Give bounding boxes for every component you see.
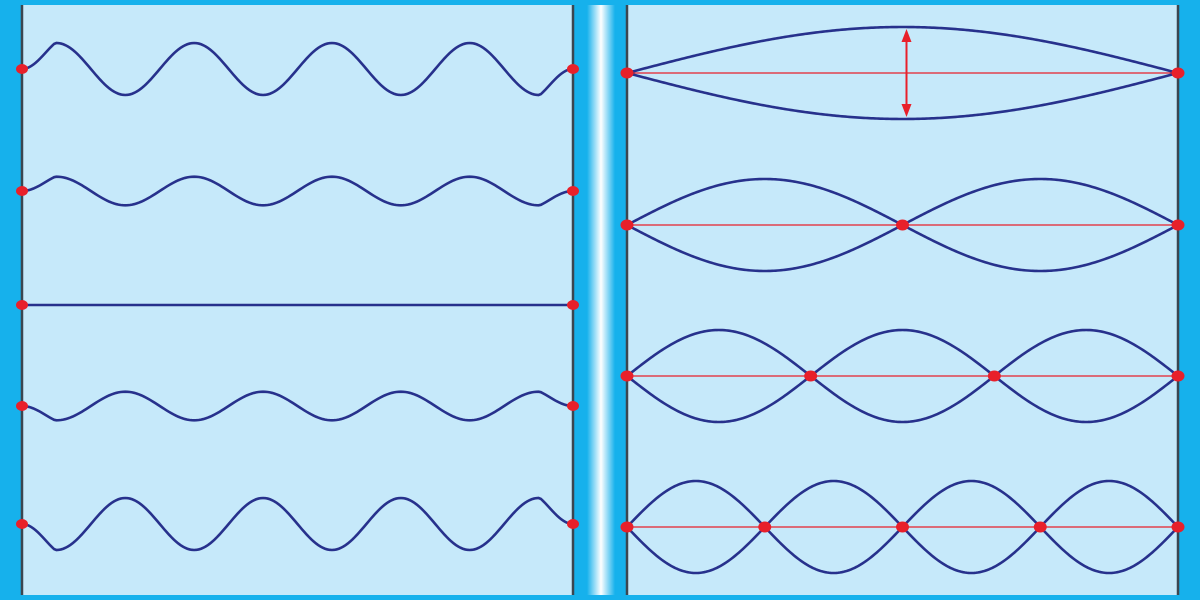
right-end-node-2 [567, 186, 579, 196]
mode-4-node-4 [1171, 521, 1185, 533]
mode-1-node-1 [1171, 67, 1185, 79]
left-end-node-1 [16, 64, 28, 74]
mode-4-node-2 [896, 521, 909, 533]
amplitude-arrow-head-up [901, 29, 912, 42]
left-end-node-3 [16, 300, 28, 310]
mode-2-node-0 [620, 219, 634, 231]
left-string-1 [20, 41, 575, 97]
mode-1-lower-envelope [626, 71, 1179, 121]
left-string-5 [20, 496, 575, 552]
mode-2-node-1 [896, 219, 909, 231]
right-end-node-3 [567, 300, 579, 310]
center-divider [587, 5, 615, 595]
mode-3-node-2 [987, 370, 1001, 382]
right-panel [627, 5, 1178, 595]
left-end-node-5 [16, 519, 28, 529]
amplitude-arrow-head-down [901, 104, 912, 117]
left-string-2 [20, 175, 575, 207]
left-end-node-4 [16, 401, 28, 411]
mode-4-node-1 [758, 521, 772, 533]
right-end-node-5 [567, 519, 579, 529]
right-modes-group [620, 25, 1185, 575]
mode-1-upper-envelope [626, 25, 1179, 75]
mode-1-node-0 [620, 67, 634, 79]
mode-3-node-0 [620, 370, 634, 382]
mode-3-node-1 [804, 370, 818, 382]
mode-3-node-3 [1171, 370, 1185, 382]
left-strings-group [16, 41, 579, 552]
left-panel [22, 5, 573, 595]
mode-3-upper-envelope [626, 328, 1179, 424]
mode-4-node-0 [620, 521, 634, 533]
mode-3-lower-envelope [626, 328, 1179, 424]
mode-4-node-3 [1033, 521, 1047, 533]
mode-2-node-2 [1171, 219, 1185, 231]
left-end-node-2 [16, 186, 28, 196]
right-end-node-4 [567, 401, 579, 411]
left-string-4 [20, 390, 575, 422]
right-end-node-1 [567, 64, 579, 74]
